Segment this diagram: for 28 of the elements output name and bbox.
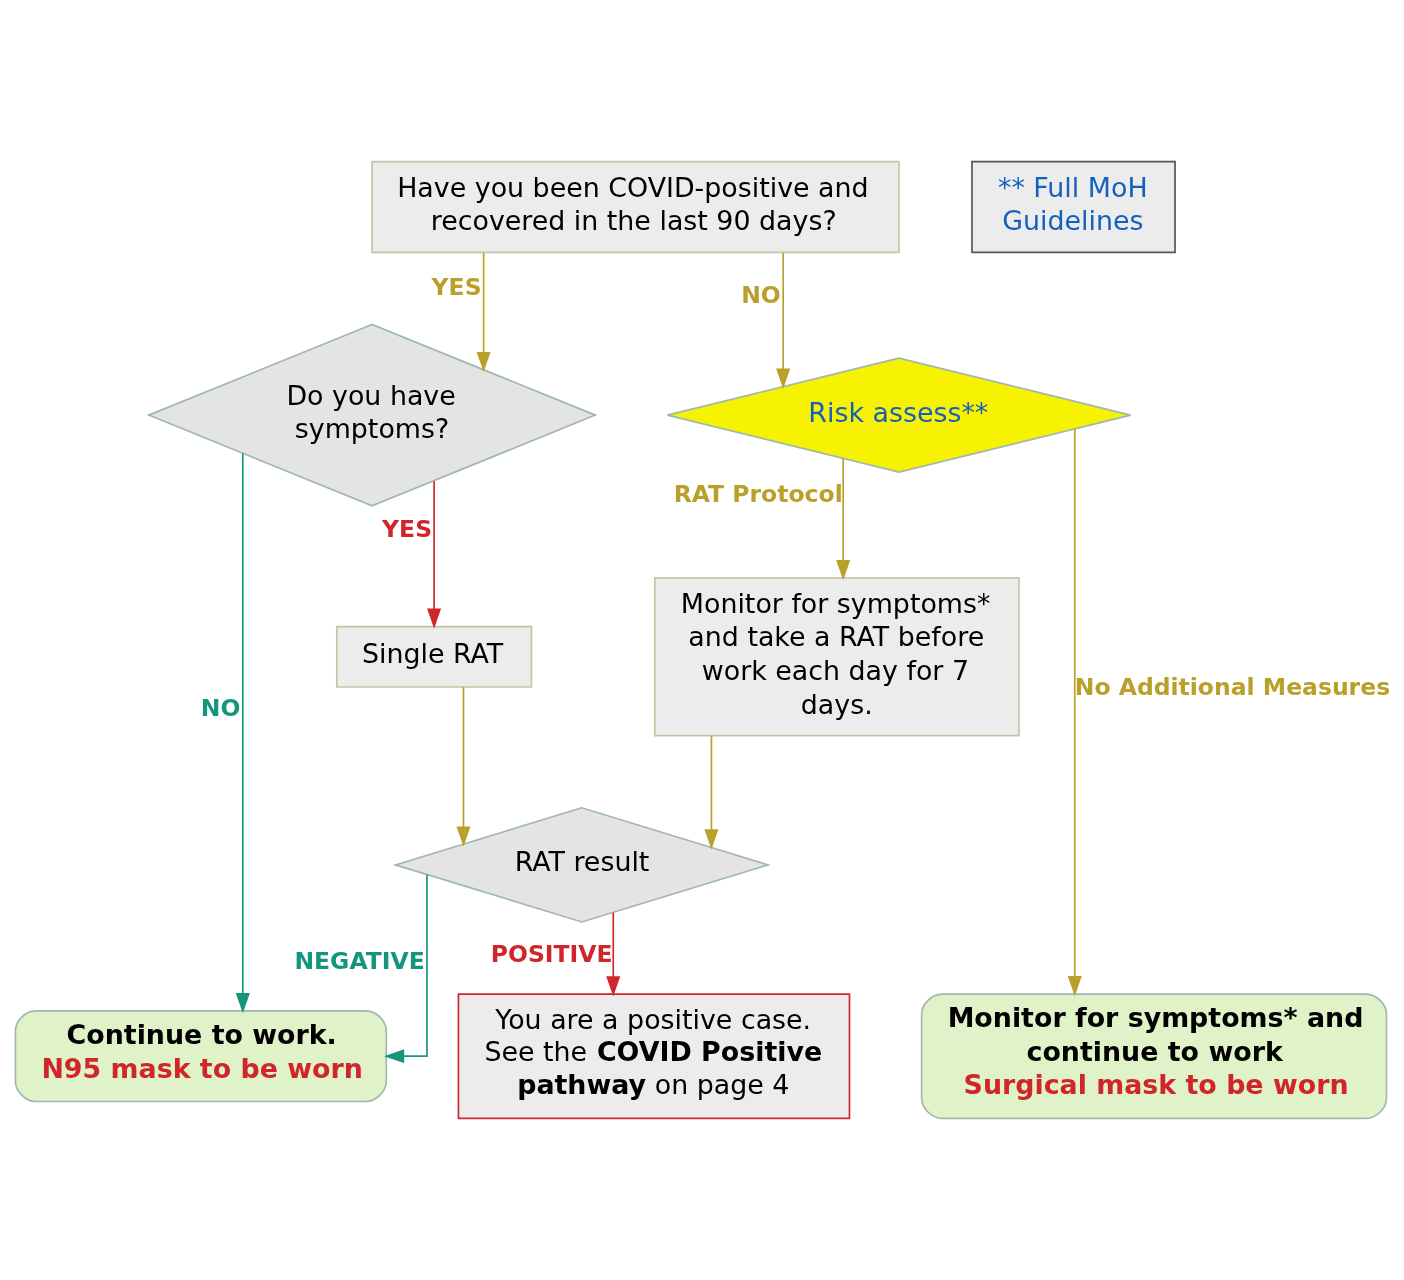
- node-box: Have you been COVID-positive and recovered in the last 90 days?: [371, 160, 900, 254]
- edge-label: YES: [382, 515, 433, 544]
- arrow: [836, 458, 851, 581]
- edge-label: POSITIVE: [490, 940, 613, 968]
- edge-label: NO: [741, 281, 781, 309]
- edge-label: YES: [431, 272, 482, 301]
- edge-label: RAT Protocol: [673, 479, 843, 508]
- arrow: [1067, 428, 1082, 997]
- node-box: Single RAT: [335, 625, 533, 688]
- edge-label: No Additional Measures: [1074, 672, 1391, 701]
- edge-label: NEGATIVE: [294, 947, 425, 976]
- arrow: [606, 911, 621, 997]
- edge-label: NO: [200, 693, 241, 722]
- node-box: You are a positive case. See the COVID Positive pathway on page 4: [457, 993, 851, 1120]
- arrow: [776, 251, 791, 389]
- node-box: ** Full MoH Guidelines: [971, 160, 1176, 254]
- node-box: Monitor for symptoms* and take a RAT before work each day for 7 days.: [653, 577, 1020, 737]
- arrow: [427, 480, 442, 629]
- arrow: [476, 251, 491, 373]
- node-box: Monitor for symptoms* and continue to work Surgical mask to be worn: [920, 993, 1388, 1120]
- node-diamond: Risk assess**: [666, 357, 1132, 474]
- arrow: [235, 452, 250, 1014]
- node-diamond: RAT result: [392, 806, 771, 923]
- arrow: [384, 873, 428, 1064]
- node-box: Continue to work. N95 mask to be worn: [14, 1010, 388, 1103]
- arrow: [456, 686, 471, 847]
- arrow: [704, 735, 719, 850]
- node-diamond: Do you have symptoms?: [146, 323, 598, 507]
